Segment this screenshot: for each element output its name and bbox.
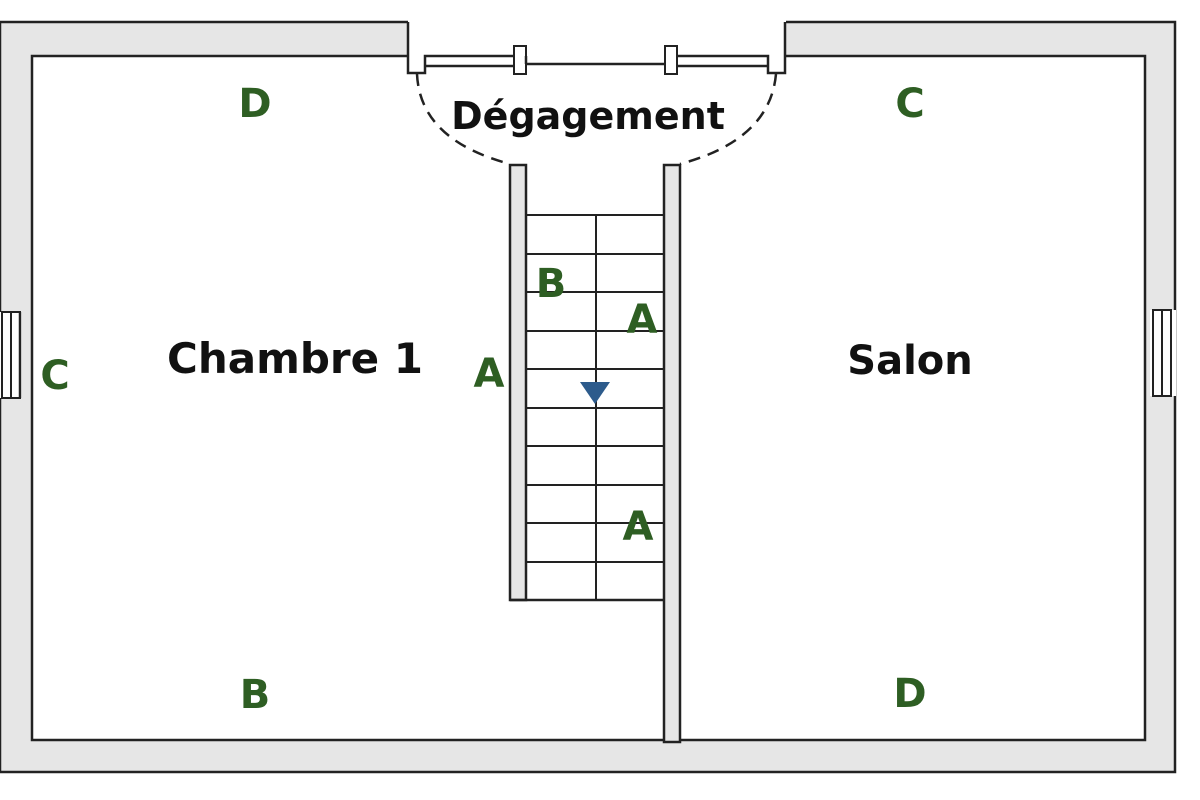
center-partition-wall (662, 163, 682, 744)
wall-label-bedroom-left: C (40, 353, 69, 399)
door-opening-top (408, 20, 786, 58)
wall-label-bedroom-bottom: B (240, 672, 271, 718)
room-label-living: Salon (847, 338, 972, 384)
wall-label-stair-b: B (536, 261, 567, 307)
wall-label-bedroom-top: D (238, 81, 271, 127)
wall-labels: D C B A B A A C D (40, 81, 926, 718)
triangle-down-icon (580, 382, 610, 404)
top-door-frames (406, 22, 787, 75)
room-label-bedroom: Chambre 1 (167, 334, 423, 383)
staircase (526, 214, 664, 600)
wall-label-stair-a-upper: A (627, 297, 658, 343)
left-window (0, 311, 22, 399)
wall-label-living-bottom: D (893, 671, 926, 717)
wall-label-living-top: C (895, 81, 924, 127)
hall-door-swing-right (679, 73, 778, 166)
room-label-hall: Dégagement (451, 94, 725, 138)
right-window (1150, 309, 1176, 397)
wall-label-stair-a-lower: A (623, 504, 654, 550)
wall-label-bedroom-right: A (474, 351, 505, 397)
stair-left-wall (508, 163, 528, 602)
hall-door-swing-left (415, 73, 511, 166)
